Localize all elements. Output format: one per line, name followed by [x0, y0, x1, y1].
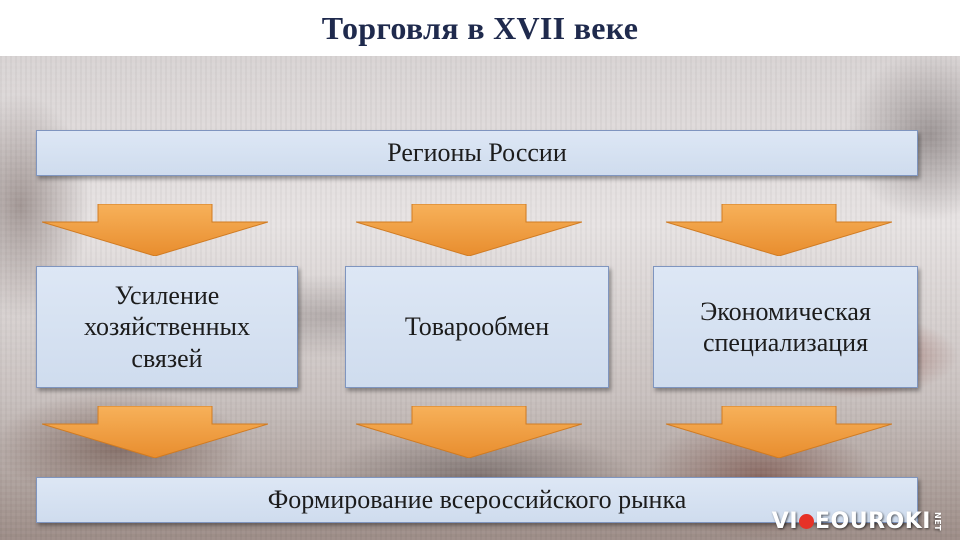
box-regions-label: Регионы России	[387, 138, 567, 168]
arrow-down-5	[356, 406, 582, 458]
background-painting: Регионы России Усиление хозяйственных св…	[0, 56, 960, 540]
box-all-russian-market-label: Формирование всероссийского рынка	[267, 485, 687, 515]
box-goods-exchange: Товарообмен	[345, 266, 609, 388]
box-economic-ties-label: Усиление хозяйственных связей	[83, 281, 251, 373]
logo-suffix: NET	[933, 511, 942, 532]
slide-title: Торговля в XVII веке	[321, 9, 639, 46]
arrow-down-3	[666, 204, 892, 256]
box-goods-exchange-label: Товарообмен	[404, 312, 550, 342]
box-regions: Регионы России	[36, 130, 918, 176]
box-economic-ties: Усиление хозяйственных связей	[36, 266, 298, 388]
title-bar: Торговля в XVII веке	[0, 0, 960, 56]
logo-text-part2: EOUROKI	[815, 509, 931, 534]
arrow-down-6	[666, 406, 892, 458]
box-all-russian-market: Формирование всероссийского рынка	[36, 477, 918, 523]
logo-dot-icon	[799, 514, 815, 529]
logo-text-part1: VI	[771, 509, 799, 534]
videouroki-logo: VI EOUROKI NET	[772, 509, 942, 534]
arrow-down-4	[42, 406, 268, 458]
arrow-down-2	[356, 204, 582, 256]
box-specialization-label: Экономическая специализация	[700, 296, 871, 357]
arrow-down-1	[42, 204, 268, 256]
box-specialization: Экономическая специализация	[653, 266, 918, 388]
